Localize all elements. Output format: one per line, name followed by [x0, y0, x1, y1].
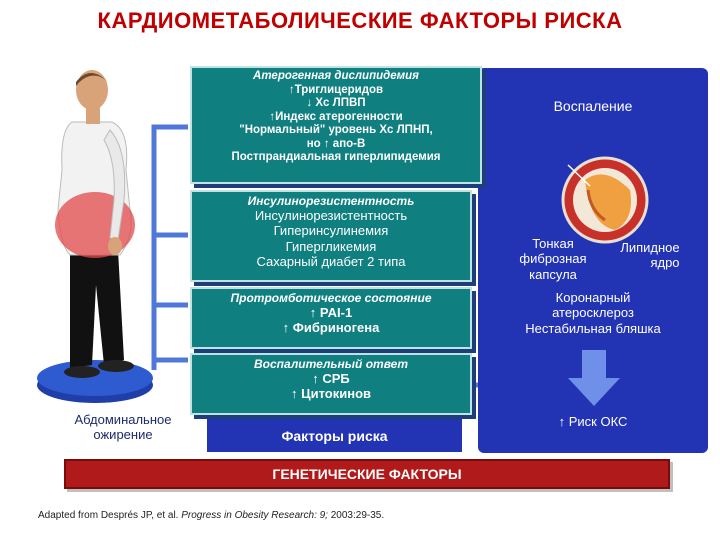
man-figure-illustration: [37, 70, 153, 403]
risk-factors-bar: Факторы риска: [207, 412, 462, 452]
inflammatory-response-box: Воспалительный ответ ↑ СРБ ↑ Цитокинов: [190, 353, 472, 415]
dyslipidemia-box: Атерогенная дислипидемия ↑Триглицеридов …: [190, 66, 482, 184]
outcome-panel: Воспаление Тонкая фиброзная капсула Липи…: [478, 68, 708, 453]
down-arrow-icon: [568, 350, 620, 406]
prothrombotic-box: Протромботическое состояние ↑ PAI-1 ↑ Фи…: [190, 287, 472, 349]
lipid-core-label: Липидное ядро: [620, 240, 680, 271]
connector-arrows: [149, 122, 188, 370]
insulin-resistance-box: Инсулинорезистентность Инсулинорезистент…: [190, 190, 472, 282]
fibrous-cap-label: Тонкая фиброзная капсула: [519, 236, 587, 282]
inflammation-label: Воспаление: [553, 98, 633, 114]
genetic-factors-bar: ГЕНЕТИЧЕСКИЕ ФАКТОРЫ: [64, 459, 670, 489]
citation: Adapted from Després JP, et al. Progress…: [38, 510, 385, 521]
plaque-illustration: [561, 156, 649, 244]
page-title: КАРДИОМЕТАБОЛИЧЕСКИЕ ФАКТОРЫ РИСКА: [97, 8, 623, 33]
coronary-label: Коронарный атеросклероз Нестабильная бля…: [525, 290, 661, 336]
abdominal-obesity-label: Абдоминальное ожирение: [74, 412, 172, 443]
acs-risk-label: ↑ Риск ОКС: [558, 414, 628, 429]
